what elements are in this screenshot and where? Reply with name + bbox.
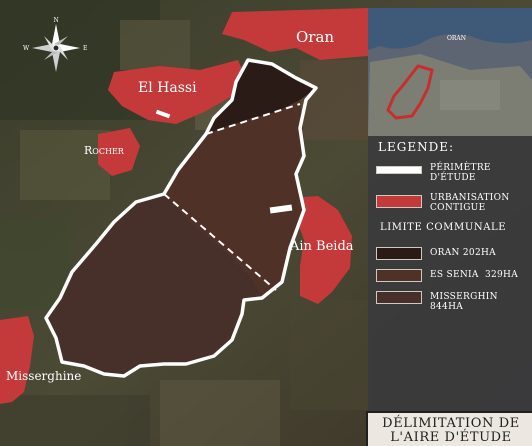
urban-ain-beida [290, 196, 352, 304]
urban-rocher [98, 128, 140, 176]
es-senia-swatch-icon [376, 269, 422, 282]
oran-swatch-icon [376, 247, 422, 260]
inset-oran-label: ORAN [447, 35, 466, 42]
urbanisation-swatch-icon [376, 195, 422, 208]
legend-item-oran: ORAN 202HA [374, 244, 532, 274]
legend-item-misserghin: MISSERGHIN 844HA [374, 288, 532, 318]
urbanisation-zones [0, 8, 368, 404]
legend-label-misserghin: MISSERGHIN 844HA [430, 292, 498, 312]
urban-el-hassi [108, 60, 246, 124]
urban-misserghine [0, 316, 34, 404]
perimeter-swatch-icon [376, 166, 422, 174]
map-title-box: Délimitation de l'aire d'étude [366, 411, 532, 446]
map-title-line-2: l'aire d'étude [390, 430, 512, 445]
inset-map: ORAN [368, 8, 532, 136]
compass-east-label: E [83, 45, 87, 52]
legend-section-title: LIMITE COMMUNALE [380, 222, 507, 233]
legend-item-es-senia: ES SENIA 329HA [374, 266, 532, 296]
place-label-oran: Oran [296, 28, 334, 46]
compass-north-label: N [54, 17, 59, 24]
compass-west-label: W [23, 45, 30, 52]
place-label-ain-beida: Ain Beida [289, 239, 354, 254]
perimeter-markers [155, 109, 293, 214]
legend-item-perimeter: Périmètre d'étude [374, 158, 532, 188]
legend-label-urbanisation: Urbanisation contigue [430, 193, 510, 213]
terrain-texture [0, 0, 370, 446]
commune-boundaries [163, 103, 301, 291]
legend-label-perimeter: Périmètre d'étude [430, 163, 491, 183]
map-title-line-1: Délimitation de [382, 416, 520, 431]
legend-title: LEGENDE: [378, 140, 454, 154]
misserghin-swatch-icon [376, 291, 422, 304]
place-label-el-hassi: El Hassi [138, 80, 197, 96]
legend-label-es-senia: ES SENIA 329HA [430, 270, 519, 280]
zone-oran [206, 60, 316, 134]
legend-item-urbanisation: Urbanisation contigue [374, 189, 532, 219]
zone-es-senia [164, 100, 304, 298]
compass-rose-icon: N W E [23, 17, 87, 72]
inset-study-area-outline [386, 64, 434, 120]
legend-label-oran: ORAN 202HA [430, 248, 496, 258]
place-label-misserghine: Misserghine [6, 369, 81, 383]
urban-oran [222, 8, 368, 60]
place-label-rocher: Rocher [84, 144, 125, 157]
